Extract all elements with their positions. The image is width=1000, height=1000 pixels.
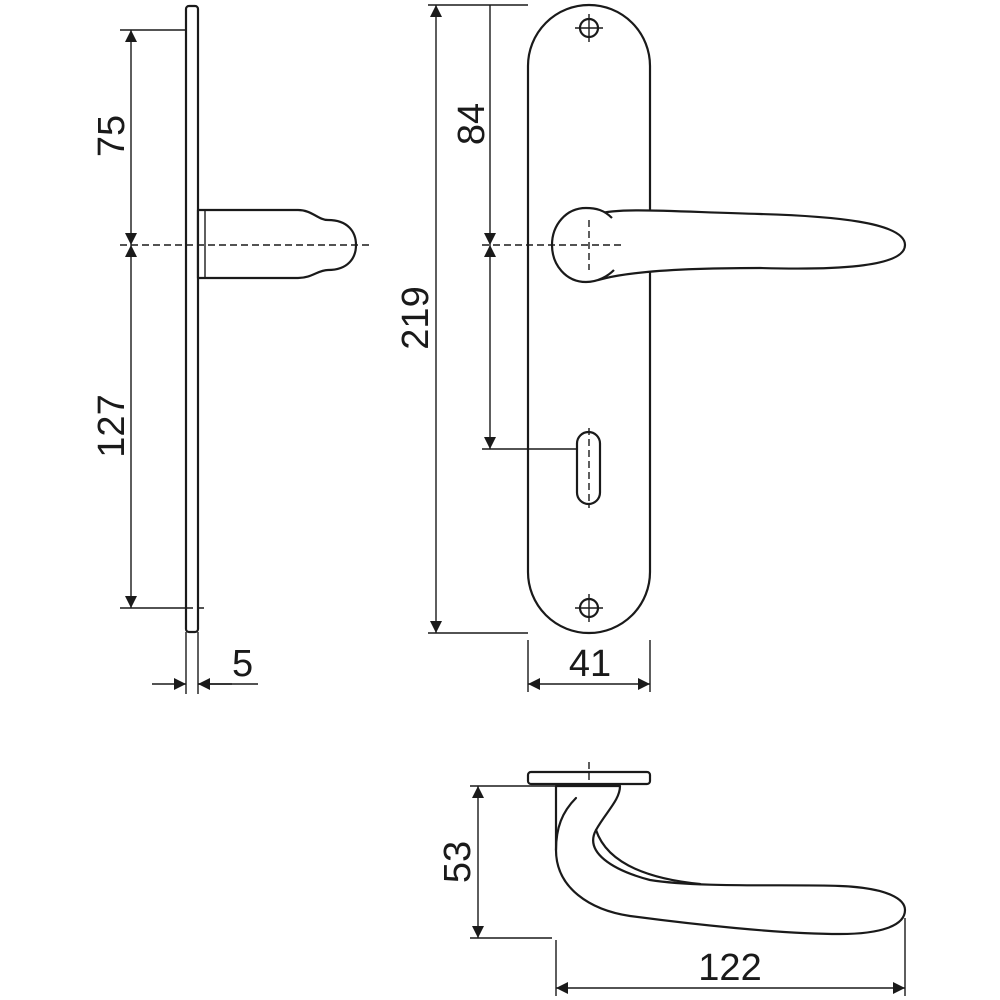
- dim-label-219: 219: [395, 286, 437, 349]
- screw-cross-icon: [575, 594, 603, 622]
- dim-label-53: 53: [437, 841, 479, 883]
- side-handle-profile: [196, 208, 358, 280]
- dim-label-41: 41: [569, 643, 611, 685]
- dim-label-122: 122: [698, 947, 761, 989]
- screw-cross-icon: [575, 14, 603, 42]
- top-view: 53 122: [437, 762, 907, 996]
- side-plate: [184, 4, 200, 634]
- dim-label-75: 75: [91, 115, 133, 157]
- lever-top: [554, 784, 907, 936]
- front-view: 219 84 41: [395, 3, 907, 692]
- front-plate: [526, 3, 652, 635]
- side-view: 75 127 5: [91, 4, 372, 694]
- dim-label-84: 84: [451, 103, 493, 145]
- dim-label-5: 5: [232, 643, 253, 685]
- dim-label-127: 127: [91, 394, 133, 457]
- lever-front: [596, 209, 907, 282]
